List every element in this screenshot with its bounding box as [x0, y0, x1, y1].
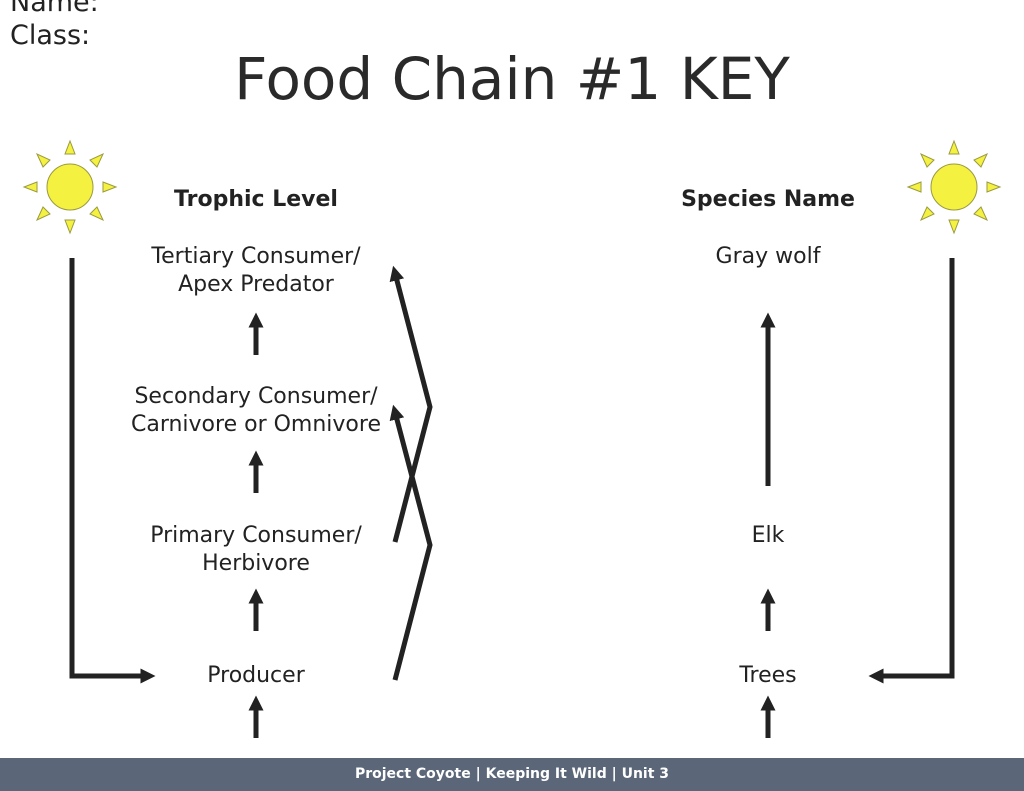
name-label: Name:	[10, 0, 99, 18]
zigzag-arrow-producer-to-secondary	[389, 404, 433, 681]
left-sun-icon	[22, 139, 118, 235]
trophic-level-tertiary-line1: Tertiary Consumer/	[151, 244, 361, 269]
footer-text: Project Coyote | Keeping It Wild | Unit …	[354, 766, 670, 782]
trophic-level-tertiary: Tertiary Consumer/ Apex Predator	[106, 243, 406, 299]
trophic-level-heading: Trophic Level	[174, 187, 338, 212]
trophic-level-primary-line1: Primary Consumer/	[150, 523, 362, 548]
trophic-level-secondary-line2: Carnivore or Omnivore	[130, 412, 381, 437]
trophic-level-producer: Producer	[106, 662, 406, 690]
species-tertiary: Gray wolf	[715, 244, 821, 269]
food-chain-diagram	[22, 139, 1002, 738]
right-sun-icon	[906, 139, 1002, 235]
species-primary: Elk	[751, 523, 785, 548]
left-sun-energy-arrow	[69, 258, 156, 684]
student-info: Name: Class:	[10, 0, 99, 52]
right-sun-energy-arrow	[868, 258, 955, 684]
trophic-level-primary: Primary Consumer/ Herbivore	[106, 522, 406, 578]
footer-bar: Project Coyote | Keeping It Wild | Unit …	[0, 758, 1024, 791]
trophic-level-secondary-line1: Secondary Consumer/	[134, 384, 378, 409]
zigzag-arrow-primary-to-tertiary	[389, 265, 433, 543]
trophic-level-secondary: Secondary Consumer/ Carnivore or Omnivor…	[106, 383, 406, 439]
page-title: Food Chain #1 KEY	[234, 45, 790, 113]
trophic-level-tertiary-line2: Apex Predator	[178, 272, 334, 297]
trophic-level-primary-line2: Herbivore	[202, 551, 310, 576]
species-producer: Trees	[739, 663, 797, 688]
trophic-level-producer-line1: Producer	[207, 663, 305, 688]
species-name-heading: Species Name	[681, 187, 855, 212]
class-label: Class:	[10, 20, 91, 51]
